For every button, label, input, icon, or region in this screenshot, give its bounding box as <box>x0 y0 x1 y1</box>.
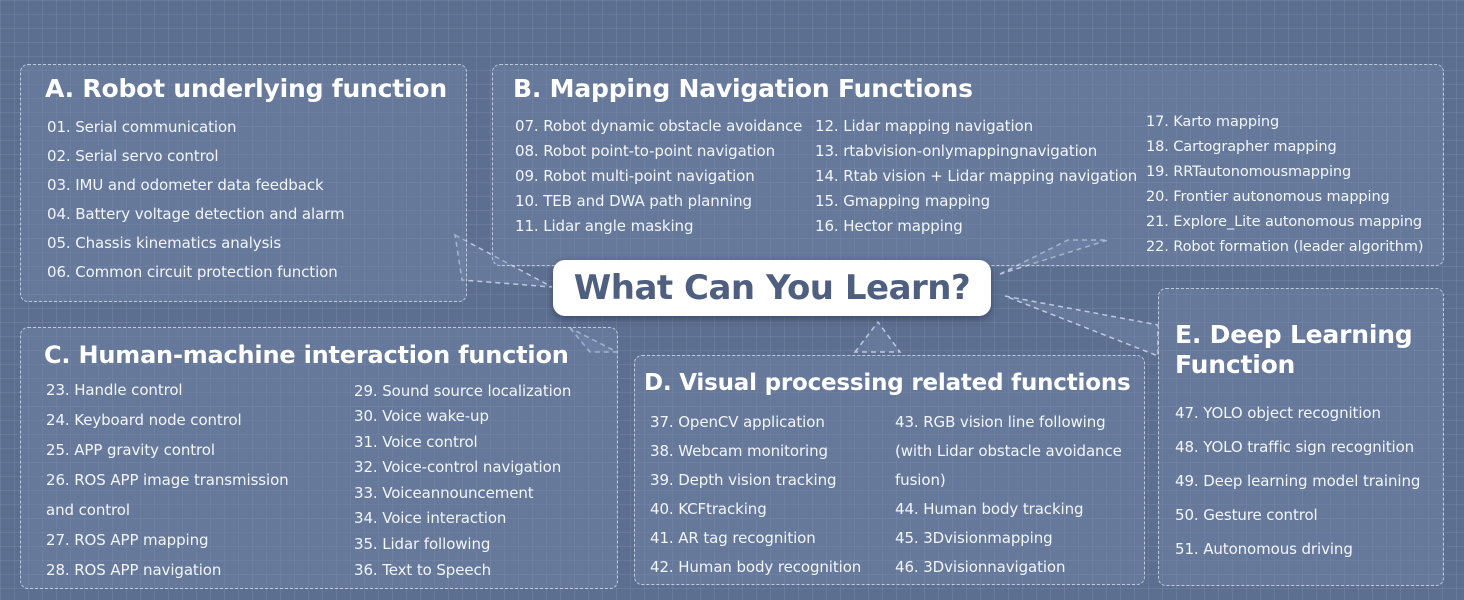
list-item: 07. Robot dynamic obstacle avoidance <box>515 117 803 135</box>
list-item: 23. Handle control <box>46 381 183 399</box>
list-item: 14. Rtab vision + Lidar mapping navigati… <box>815 167 1138 185</box>
list-item: 15. Gmapping mapping <box>815 192 991 210</box>
list-item: 06. Common circuit protection function <box>47 263 338 281</box>
list-item: 26. ROS APP image transmission <box>46 471 289 489</box>
list-item: 19. RRTautonomousmapping <box>1146 164 1352 180</box>
list-item: 24. Keyboard node control <box>46 411 242 429</box>
list-item: 21. Explore_Lite autonomous mapping <box>1146 214 1423 230</box>
list-item: 20. Frontier autonomous mapping <box>1146 189 1390 205</box>
list-item: 25. APP gravity control <box>46 441 215 459</box>
list-item: 10. TEB and DWA path planning <box>515 192 752 210</box>
panel-visual-processing <box>634 355 1145 585</box>
list-item: 01. Serial communication <box>47 118 237 136</box>
panel-robot-underlying <box>20 64 467 302</box>
list-item: 09. Robot multi-point navigation <box>515 167 755 185</box>
center-title-card: What Can You Learn? <box>553 260 991 316</box>
panel-d-title: D. Visual processing related functions <box>644 370 1131 396</box>
center-title: What Can You Learn? <box>573 268 971 308</box>
list-item: 38. Webcam monitoring <box>650 442 828 460</box>
list-item: 17. Karto mapping <box>1146 114 1280 130</box>
list-item: 48. YOLO traffic sign recognition <box>1175 438 1415 456</box>
tail-c <box>569 327 618 353</box>
list-item: 29. Sound source localization <box>354 382 572 400</box>
list-item: 18. Cartographer mapping <box>1146 139 1337 155</box>
list-item: 32. Voice-control navigation <box>354 458 562 476</box>
panel-e-title-line2: Function <box>1175 350 1296 379</box>
list-item: fusion) <box>895 471 946 489</box>
tail-e <box>1004 295 1159 358</box>
list-item: 33. Voiceannouncement <box>354 484 534 502</box>
panel-b-title: B. Mapping Navigation Functions <box>513 74 973 103</box>
tail-a <box>454 233 553 288</box>
list-item: 05. Chassis kinematics analysis <box>47 234 282 252</box>
list-item: (with Lidar obstacle avoidance <box>895 442 1122 460</box>
list-item: 39. Depth vision tracking <box>650 471 837 489</box>
list-item: 27. ROS APP mapping <box>46 531 209 549</box>
list-item: 42. Human body recognition <box>650 558 862 576</box>
panel-a-title: A. Robot underlying function <box>45 74 447 103</box>
list-item: 40. KCFtracking <box>650 500 767 518</box>
list-item: 49. Deep learning model training <box>1175 472 1421 490</box>
list-item: 12. Lidar mapping navigation <box>815 117 1033 135</box>
list-item: 02. Serial servo control <box>47 147 219 165</box>
list-item: 41. AR tag recognition <box>650 529 816 547</box>
list-item: 45. 3Dvisionmapping <box>895 529 1053 547</box>
list-item: 43. RGB vision line following <box>895 413 1106 431</box>
list-item: 34. Voice interaction <box>354 509 507 527</box>
list-item: 35. Lidar following <box>354 535 491 553</box>
list-item: 37. OpenCV application <box>650 413 825 431</box>
list-item: 46. 3Dvisionnavigation <box>895 558 1066 576</box>
list-item: 51. Autonomous driving <box>1175 540 1353 558</box>
list-item: 28. ROS APP navigation <box>46 561 222 579</box>
list-item: 50. Gesture control <box>1175 506 1318 524</box>
list-item: 08. Robot point-to-point navigation <box>515 142 776 160</box>
panel-deep-learning <box>1158 288 1444 586</box>
panel-c-title: C. Human-machine interaction function <box>44 341 569 369</box>
tail-d <box>853 320 902 353</box>
list-item: 47. YOLO object recognition <box>1175 404 1381 422</box>
list-item: 03. IMU and odometer data feedback <box>47 176 324 194</box>
list-item: and control <box>46 501 130 519</box>
list-item: 31. Voice control <box>354 433 478 451</box>
list-item: 36. Text to Speech <box>354 561 492 579</box>
panel-mapping-navigation <box>492 64 1444 266</box>
list-item: 16. Hector mapping <box>815 217 963 235</box>
list-item: 44. Human body tracking <box>895 500 1084 518</box>
panel-human-machine <box>20 327 618 589</box>
list-item: 30. Voice wake-up <box>354 407 489 425</box>
panel-e-title-line1: E. Deep Learning <box>1175 320 1413 349</box>
list-item: 04. Battery voltage detection and alarm <box>47 205 345 223</box>
list-item: 13. rtabvision-onlymappingnavigation <box>815 142 1098 160</box>
list-item: 11. Lidar angle masking <box>515 217 694 235</box>
list-item: 22. Robot formation (leader algorithm) <box>1146 239 1424 255</box>
